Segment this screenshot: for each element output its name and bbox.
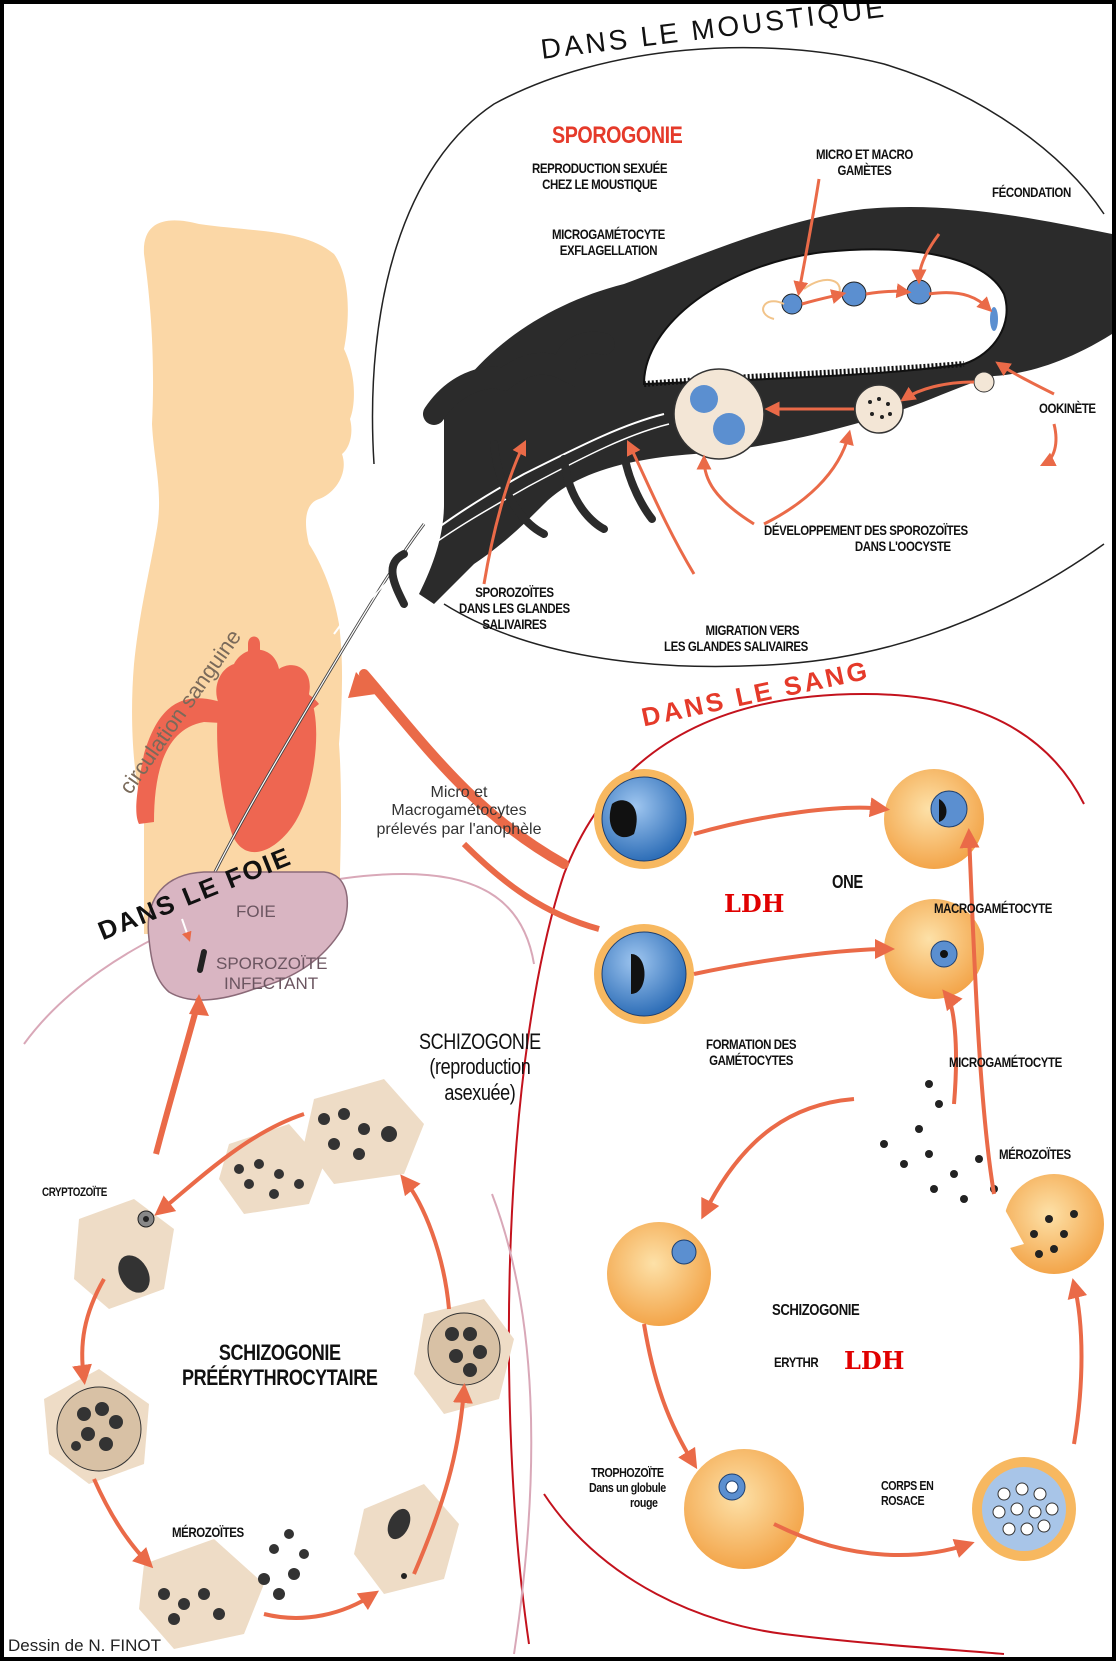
gametogony-label-fragment: ONE [832, 872, 863, 893]
salivary-line1: SPOROZOÏTES [459, 584, 570, 600]
sporogony-desc-line1: REPRODUCTION SEXUÉE [532, 160, 667, 176]
free-merozoites [880, 1080, 998, 1203]
ookinete-label: OOKINÈTE [1039, 400, 1096, 416]
gametes-label: MICRO ET MACRO GAMÈTES [816, 146, 913, 178]
credit-label: Dessin de N. FINOT [8, 1636, 161, 1656]
schizo-sub2: asexuée) [419, 1080, 541, 1105]
rosette-label: CORPS EN ROSACE [881, 1479, 933, 1509]
young-ring-cell [607, 1222, 711, 1326]
schizo-title: SCHIZOGONIE [419, 1029, 541, 1054]
sporozoite-line2: INFECTANT [216, 974, 327, 994]
sporogony-description: REPRODUCTION SEXUÉE CHEZ LE MOUSTIQUE [532, 160, 667, 192]
salivary-sporozoites-label: SPOROZOÏTES DANS LES GLANDES SALIVAIRES [459, 584, 570, 632]
tropho-line2: Dans un globule [589, 1481, 666, 1496]
preerythrocytic-label: SCHIZOGONIE PRÉÉRYTHROCYTAIRE [182, 1340, 378, 1391]
sporogony-desc-line2: CHEZ LE MOUSTIQUE [532, 176, 667, 192]
microgametocyte-label: MICROGAMÉTOCYTE [949, 1054, 1062, 1070]
sporozoite-line1: SPOROZOÏTE [216, 954, 327, 974]
sporozoite-label: SPOROZOÏTE INFECTANT [216, 954, 327, 993]
gametocyte-uptake-label: Micro et Macrogamétocytes prélevés par l… [349, 784, 569, 839]
formation-line2: GAMÉTOCYTES [706, 1052, 796, 1068]
migration-line1: MIGRATION VERS [664, 622, 808, 638]
formation-line1: FORMATION DES [706, 1036, 796, 1052]
gametocyte-cells [594, 769, 984, 1024]
erythr-label-fragment: ERYTHR [774, 1354, 818, 1370]
merozoite-release-cell [1004, 1174, 1104, 1274]
gametes-line2: GAMÈTES [816, 162, 913, 178]
micro-line2: Macrogamétocytes [349, 802, 569, 820]
pre-line1: SCHIZOGONIE [182, 1340, 378, 1365]
tropho-line1: TROPHOZOÏTE [589, 1466, 666, 1481]
corps-line2: ROSACE [881, 1494, 933, 1509]
oocyst-development-label: DÉVELOPPEMENT DES SPOROZOÏTES DANS L'OOC… [764, 522, 968, 554]
development-line2: DANS L'OOCYSTE [764, 538, 968, 554]
exflag-line2: EXFLAGELLATION [552, 242, 665, 258]
liver-merozoites-label: MÉROZOÏTES [172, 1524, 244, 1540]
schizo-sub1: (reproduction [419, 1054, 541, 1079]
erythrocytic-schizogony-label: SCHIZOGONIE [772, 1302, 859, 1320]
blood-merozoites-label: MÉROZOÏTES [999, 1146, 1071, 1162]
liver-schizogony-title: SCHIZOGONIE (reproduction asexuée) [419, 1029, 541, 1105]
gametocyte-formation-label: FORMATION DES GAMÉTOCYTES [706, 1036, 796, 1068]
micro-line1: Micro et [349, 784, 569, 802]
tropho-line3: rouge [589, 1496, 666, 1511]
gametes-line1: MICRO ET MACRO [816, 146, 913, 162]
ldh-annotation-top: LDH [724, 889, 784, 918]
fecondation-label: FÉCONDATION [992, 184, 1071, 200]
micro-line3: prélevés par l'anophèle [349, 821, 569, 839]
migration-label: MIGRATION VERS LES GLANDES SALIVAIRES [664, 622, 808, 654]
sporogony-title: SPOROGONIE [552, 122, 682, 150]
development-line1: DÉVELOPPEMENT DES SPOROZOÏTES [764, 522, 968, 538]
macrogametocyte-label: MACROGAMÉTOCYTE [934, 900, 1052, 916]
exflag-line1: MICROGAMÉTOCYTE [552, 226, 665, 242]
corps-line1: CORPS EN [881, 1479, 933, 1494]
exflagellation-label: MICROGAMÉTOCYTE EXFLAGELLATION [552, 226, 665, 258]
salivary-line2: DANS LES GLANDES [459, 600, 570, 616]
migration-line2: LES GLANDES SALIVAIRES [664, 638, 808, 654]
trophozoite-label: TROPHOZOÏTE Dans un globule rouge [589, 1466, 666, 1511]
ldh-annotation-bottom: LDH [844, 1346, 904, 1375]
liver-organ-label: FOIE [236, 902, 276, 922]
salivary-line3: SALIVAIRES [459, 616, 570, 632]
cryptozoite-label: CRYPTOZOÏTE [42, 1186, 107, 1200]
pre-line2: PRÉÉRYTHROCYTAIRE [182, 1365, 378, 1390]
